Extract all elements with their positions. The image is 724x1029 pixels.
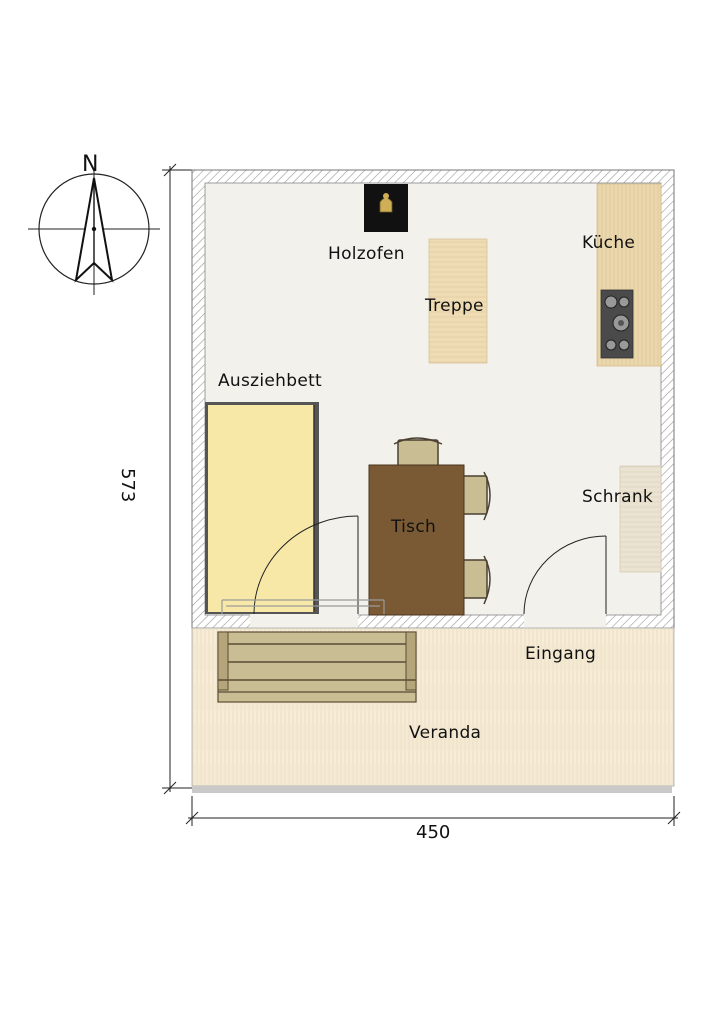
compass-north-label: N	[82, 152, 99, 177]
door-opening-entrance	[524, 614, 606, 629]
label-kueche: Küche	[582, 233, 636, 253]
label-tisch: Tisch	[391, 517, 437, 537]
label-holzofen: Holzofen	[328, 244, 405, 264]
door-left	[253, 515, 359, 615]
dimension-width: 450	[416, 822, 451, 843]
dimension-height: 573	[117, 468, 138, 503]
closet	[619, 465, 662, 573]
sofa-bed	[205, 402, 319, 614]
door-opening-left	[250, 614, 358, 629]
compass	[28, 170, 160, 295]
wood-stove	[364, 184, 408, 232]
label-veranda: Veranda	[409, 723, 482, 743]
stairs	[428, 238, 488, 364]
label-schrank: Schrank	[582, 487, 654, 507]
label-ausziehbett: Ausziehbett	[218, 371, 323, 391]
dimension-lines	[162, 163, 681, 826]
label-treppe: Treppe	[425, 296, 484, 316]
railing	[221, 599, 385, 614]
door-entrance	[523, 535, 607, 615]
label-eingang: Eingang	[525, 644, 597, 664]
veranda-bench	[217, 631, 417, 703]
veranda-edge	[192, 786, 672, 793]
kitchen-counter	[596, 183, 662, 367]
dining-table	[368, 464, 465, 616]
chairs	[393, 437, 491, 605]
